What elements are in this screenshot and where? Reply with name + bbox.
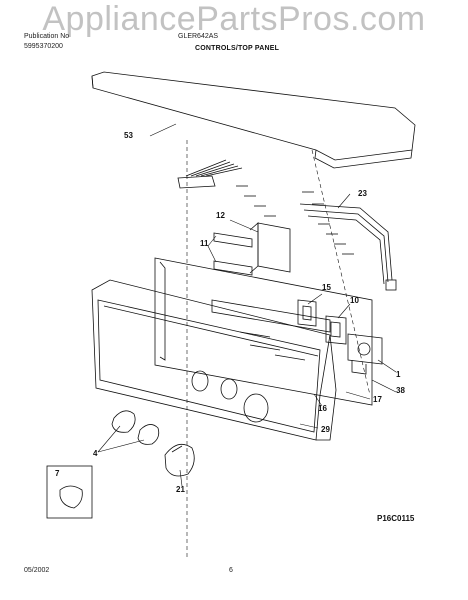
top-panel — [91, 71, 416, 161]
console-back-frame — [154, 257, 373, 406]
callout-23: 23 — [358, 189, 367, 198]
footer-page-number: 6 — [229, 567, 233, 574]
footer-date: 05/2002 — [24, 567, 50, 574]
callout-21: 21 — [176, 485, 185, 494]
section-title: CONTROLS/TOP PANEL — [195, 45, 280, 52]
knob-21 — [164, 443, 195, 477]
model-number: GLER642AS — [178, 33, 219, 40]
callout-17: 17 — [373, 395, 382, 404]
watermark: AppliancePartsPros.com — [42, 0, 426, 38]
knob-hole-2 — [220, 378, 238, 400]
knob-hole-3 — [243, 393, 269, 423]
callout-15: 15 — [322, 283, 331, 292]
callout-16: 16 — [318, 404, 327, 413]
callout-53: 53 — [124, 131, 133, 140]
callout-11: 11 — [200, 239, 209, 248]
terminals — [236, 185, 354, 255]
wire-harness-23 — [299, 203, 397, 291]
callout-12: 12 — [216, 211, 225, 220]
knob-detail-7 — [59, 485, 83, 509]
knob-4-b — [137, 424, 160, 445]
switch-10 — [325, 315, 347, 345]
callout-4: 4 — [93, 449, 98, 458]
callout-1: 1 — [396, 370, 401, 379]
callout-7: 7 — [55, 469, 60, 478]
publication-number: 5995370200 — [24, 43, 63, 50]
publication-label: Publication No — [24, 33, 70, 40]
console-front-panel — [91, 279, 331, 441]
detail-7-box — [46, 465, 93, 519]
callout-10: 10 — [350, 296, 359, 305]
clip-11-lower — [213, 260, 253, 276]
bracket-12 — [257, 222, 291, 273]
callout-29: 29 — [321, 425, 330, 434]
callout-38: 38 — [396, 386, 405, 395]
timer-1 — [347, 333, 383, 365]
wire-harness-left — [177, 159, 243, 189]
clip-11-upper — [213, 232, 253, 248]
knob-hole-1 — [191, 370, 209, 392]
switch-15 — [297, 299, 317, 327]
diagram-code: P16C0115 — [377, 514, 415, 523]
knob-4-a — [111, 410, 136, 433]
